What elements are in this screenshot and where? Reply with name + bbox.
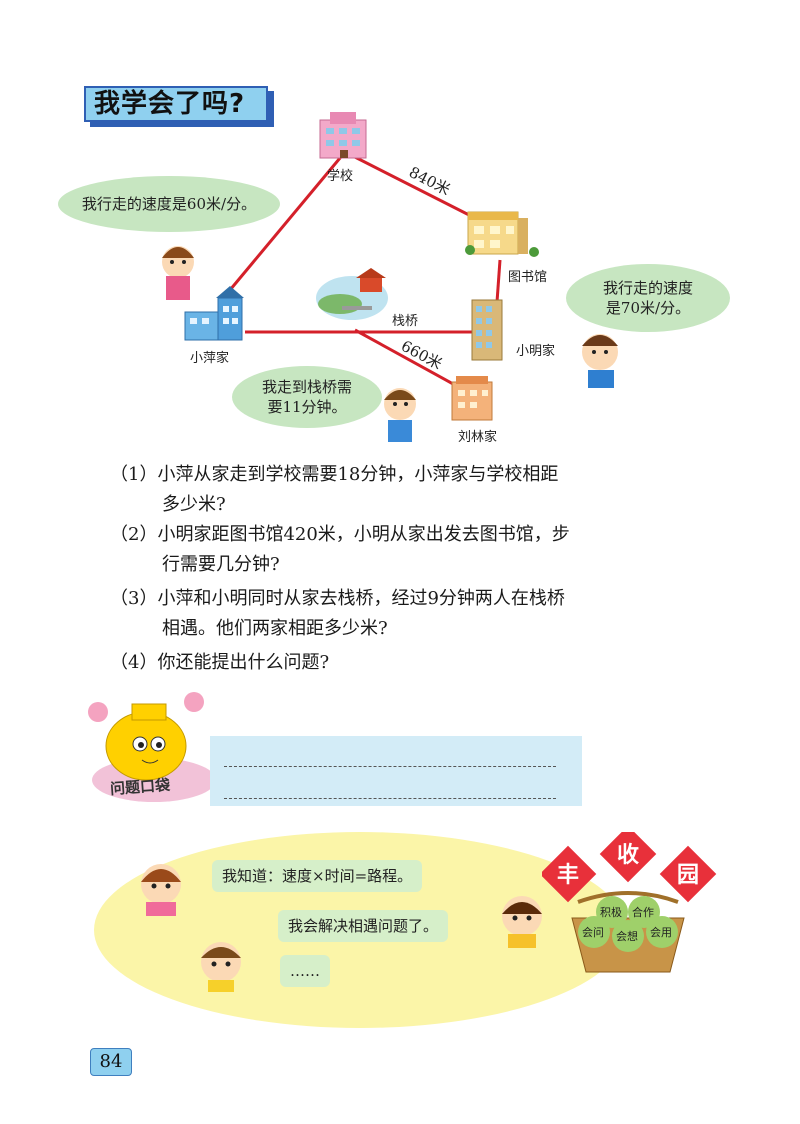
question-pocket-label: 问题口袋 xyxy=(109,775,171,799)
question-number: （4） xyxy=(110,652,158,673)
route-map xyxy=(162,112,618,442)
basket-item-3: 会问 xyxy=(582,926,604,939)
xiaoming-home-building xyxy=(471,299,503,361)
bridge-scene xyxy=(316,268,388,320)
page-number: 84 xyxy=(90,1048,132,1076)
speech-bubble-liulin: 我走到栈桥需 要11分钟。 xyxy=(232,366,382,428)
question-2: （2）小明家距图书馆420米，小明从家出发去图书馆，步 行需要几分钟? xyxy=(110,520,570,580)
harvest-speech-2: 我会解决相遇问题了。 xyxy=(278,910,449,942)
speech-bubble-xiaoping: 我行走的速度是60米/分。 xyxy=(58,176,280,232)
label-xiaoping-home: 小萍家 xyxy=(190,351,230,366)
basket-item-1: 积极 xyxy=(600,905,622,919)
library-building xyxy=(465,211,539,257)
label-school: 学校 xyxy=(327,169,354,184)
label-xiaoming-home: 小明家 xyxy=(516,344,556,359)
route-school-library xyxy=(344,150,476,220)
speech-text-xiaoming-2: 是70米/分。 xyxy=(605,299,691,317)
section-title: 我学会了吗? xyxy=(84,86,268,122)
badge-char-1: 丰 xyxy=(557,863,579,888)
xiaoping-home-building xyxy=(184,286,244,341)
answer-area[interactable] xyxy=(210,736,582,806)
question-number: （3） xyxy=(110,588,158,609)
harvest-basket-icon: 丰 收 园 积极 合作 会问 会想 会用 xyxy=(542,832,717,973)
speech-text-xiaoping: 我行走的速度是60米/分。 xyxy=(81,195,257,213)
liulin-home-building xyxy=(451,376,493,421)
label-library: 图书馆 xyxy=(508,270,548,285)
label-bridge: 栈桥 xyxy=(392,314,419,329)
liulin-boy-figure xyxy=(384,388,416,442)
school-building xyxy=(319,112,367,159)
answer-line xyxy=(224,766,556,767)
question-1: （1）小萍从家走到学校需要18分钟，小萍家与学校相距 多少米? xyxy=(110,460,558,520)
label-liulin-home: 刘林家 xyxy=(458,430,498,445)
question-4: （4）你还能提出什么问题? xyxy=(110,648,329,678)
basket-item-2: 合作 xyxy=(632,905,654,919)
badge-char-2: 收 xyxy=(617,842,639,868)
speech-text-liulin-1: 我走到栈桥需 xyxy=(261,378,352,396)
speech-text-xiaoming-1: 我行走的速度 xyxy=(602,279,693,297)
question-number: （2） xyxy=(110,524,158,545)
question-text: 小萍和小明同时从家去栈桥，经过9分钟两人在栈桥 xyxy=(157,588,565,609)
boy-face-icon xyxy=(201,942,241,992)
question-text: 你还能提出什么问题? xyxy=(157,652,330,673)
question-text-cont: 多少米? xyxy=(162,494,226,515)
basket-item-4: 会想 xyxy=(616,929,638,943)
route-xiaoping-school xyxy=(228,151,347,291)
speech-text-liulin-2: 要11分钟。 xyxy=(267,398,347,416)
girl-face-icon xyxy=(141,864,181,916)
xiaoping-girl-figure xyxy=(162,246,194,300)
basket-item-5: 会用 xyxy=(650,926,672,939)
answer-line xyxy=(224,798,556,799)
route-library-xiaoming xyxy=(495,259,502,303)
harvest-speech-1: 我知道：速度×时间=路程。 xyxy=(212,860,423,892)
harvest-speech-3: …… xyxy=(280,955,330,987)
question-pocket-icon xyxy=(88,692,216,802)
speech-bubble-xiaoming: 我行走的速度 是70米/分。 xyxy=(566,264,730,332)
question-text: 小萍从家走到学校需要18分钟，小萍家与学校相距 xyxy=(157,464,559,485)
question-3: （3）小萍和小明同时从家去栈桥，经过9分钟两人在栈桥 相遇。他们两家相距多少米? xyxy=(110,584,565,644)
question-text-cont: 相遇。他们两家相距多少米? xyxy=(162,618,388,639)
badge-char-3: 园 xyxy=(677,863,699,888)
girl-face-icon-2 xyxy=(502,896,542,948)
route-bridge-liulin xyxy=(354,328,456,387)
question-text: 小明家距图书馆420米，小明从家出发去图书馆，步 xyxy=(157,524,570,545)
xiaoming-boy-figure xyxy=(582,334,618,388)
question-number: （1） xyxy=(110,464,158,485)
question-text-cont: 行需要几分钟? xyxy=(162,554,280,575)
